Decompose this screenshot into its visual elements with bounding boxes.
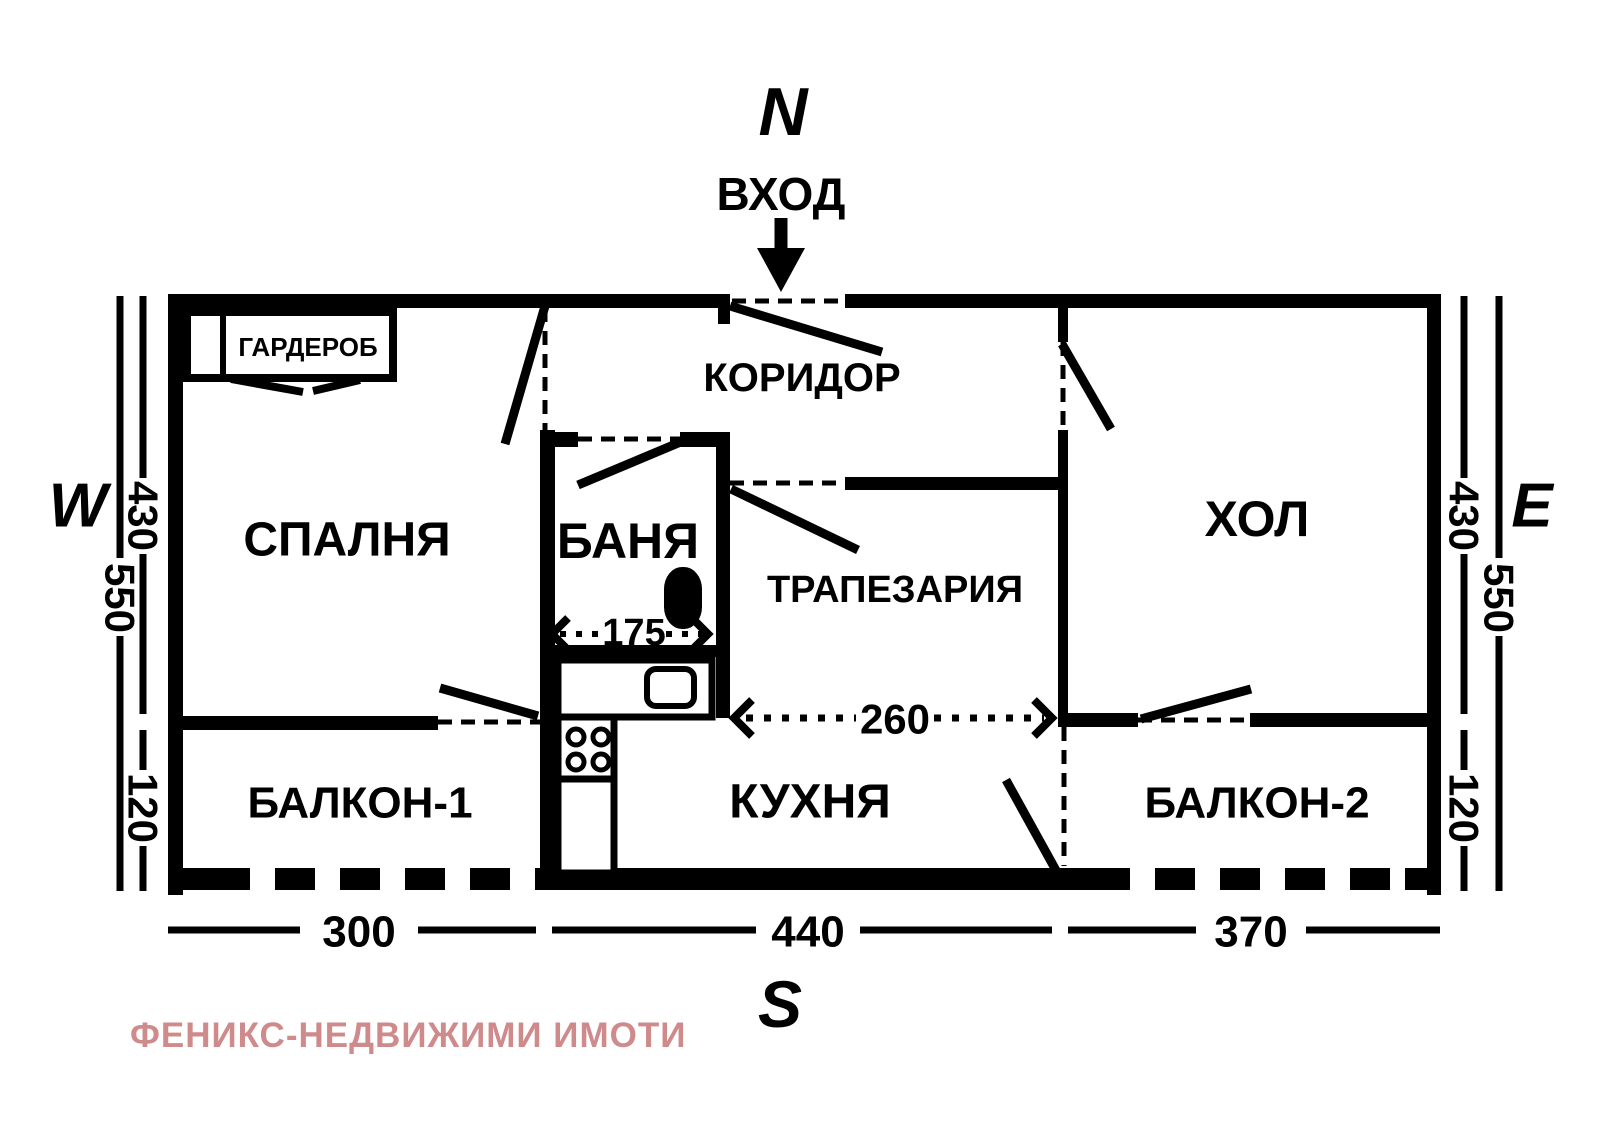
wall-bathroom-west	[540, 430, 555, 890]
dim175-arrow-left-icon	[546, 615, 571, 653]
compass-east: E	[1511, 472, 1554, 541]
room-label-dining: ТРАПЕЗАРИЯ	[767, 569, 1023, 611]
room-label-balcony2: БАЛКОН-2	[1144, 779, 1369, 828]
wall-bathroom-kitchen	[540, 645, 730, 657]
stove-burner-icon	[590, 751, 612, 773]
dim-label-east-total: 550	[1476, 563, 1523, 633]
dim-label-bathroom-width: 175	[602, 612, 665, 654]
wall-bottom-kitchen	[540, 868, 1090, 890]
dim-label-kitchen-span: 260	[860, 696, 930, 743]
balcony1-door-leaf	[438, 683, 540, 721]
kitchen-sink-icon	[644, 666, 697, 709]
wall-bottom-left-corner	[168, 868, 210, 890]
wall-bathroom-top-left	[540, 432, 578, 447]
entrance-arrow-head-icon	[757, 248, 805, 292]
wall-bottom-right-corner	[1405, 868, 1441, 890]
room-label-balcony1: БАЛКОН-1	[247, 779, 472, 828]
wardrobe-rail-right	[312, 376, 361, 395]
wall-living-west	[1058, 430, 1068, 718]
room-label-living: ХОЛ	[1205, 491, 1310, 547]
dim-label-south-left: 300	[322, 908, 395, 957]
kitchen-counter-left	[554, 775, 618, 877]
wall-living-south-left	[1058, 713, 1138, 727]
kitchen-balcony2-door-leaf	[1002, 777, 1062, 877]
bedroom-door-leaf	[500, 304, 550, 446]
room-label-wardrobe: ГАРДЕРОБ	[238, 332, 377, 362]
living-door-leaf	[1058, 341, 1115, 432]
compass-west: W	[49, 472, 112, 541]
watermark-text: ФЕНИКС-НЕДВИЖИМИ ИМОТИ	[130, 1016, 686, 1055]
dim175-arrow-right-icon	[689, 615, 714, 653]
stove-burner-icon	[565, 751, 587, 773]
wall-living-west-stub	[1058, 294, 1068, 342]
dim-label-east-lower: 120	[1441, 773, 1488, 843]
wardrobe-rail-left	[230, 375, 304, 396]
dim260-arrow-left-icon	[728, 697, 755, 739]
stove-burner-icon	[590, 726, 612, 748]
entrance-label: ВХОД	[717, 168, 846, 220]
wall-corridor-dining	[845, 477, 1058, 490]
wall-bedroom-balcony1	[183, 716, 438, 730]
stove-burner-icon	[565, 726, 587, 748]
dim-label-west-upper: 430	[120, 481, 167, 551]
room-label-bedroom: СПАЛНЯ	[243, 514, 450, 567]
toilet-icon	[664, 567, 702, 629]
dining-door-leaf	[729, 484, 860, 555]
dim-label-west-lower: 120	[120, 773, 167, 843]
wall-east	[1427, 294, 1441, 895]
dim-label-east-upper: 430	[1441, 481, 1488, 551]
room-label-bathroom: БАНЯ	[557, 513, 699, 569]
wall-top-right	[845, 294, 1441, 308]
bathroom-door-leaf	[576, 436, 685, 490]
wall-top-left	[168, 294, 730, 308]
wall-bathroom-east	[716, 432, 730, 718]
wall-west	[168, 294, 183, 895]
compass-north: N	[758, 74, 809, 150]
room-label-corridor: КОРИДОР	[703, 356, 900, 400]
dim260-arrow-right-icon	[1031, 697, 1058, 739]
balcony2-door-leaf	[1139, 684, 1253, 724]
compass-south: S	[758, 967, 802, 1041]
room-label-kitchen: КУХНЯ	[729, 776, 891, 829]
entrance-door-leaf	[728, 301, 884, 357]
dim-label-south-right: 370	[1214, 908, 1287, 957]
dim-label-west-total: 550	[97, 563, 144, 633]
entrance-jamb-stub	[718, 294, 730, 324]
wall-living-south-right	[1250, 713, 1427, 727]
dim-label-south-center: 440	[771, 908, 844, 957]
